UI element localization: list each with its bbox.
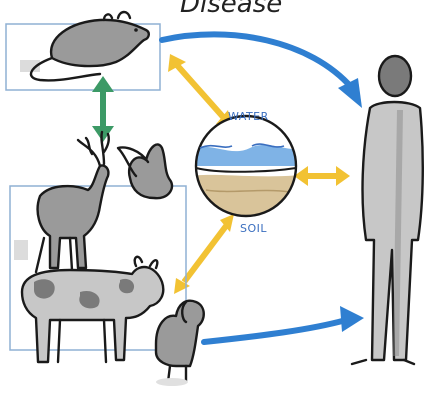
soil-label: SOIL [240,222,267,235]
cow-icon [22,257,163,362]
blue-arrow-top [162,34,362,108]
rat-panel [6,12,160,90]
diagram-title: Disease [180,0,282,19]
globe-icon [190,110,310,230]
blue-arrow-bottom [204,306,364,342]
bird-icon [118,144,172,198]
yellow-arrow-bottom [174,214,234,294]
water-label: WATER [228,110,269,123]
yellow-arrow-right [294,166,350,186]
rat-icon [31,12,149,80]
deer-icon [36,132,109,272]
yellow-arrow-top [168,54,232,128]
dog-icon [156,301,204,386]
